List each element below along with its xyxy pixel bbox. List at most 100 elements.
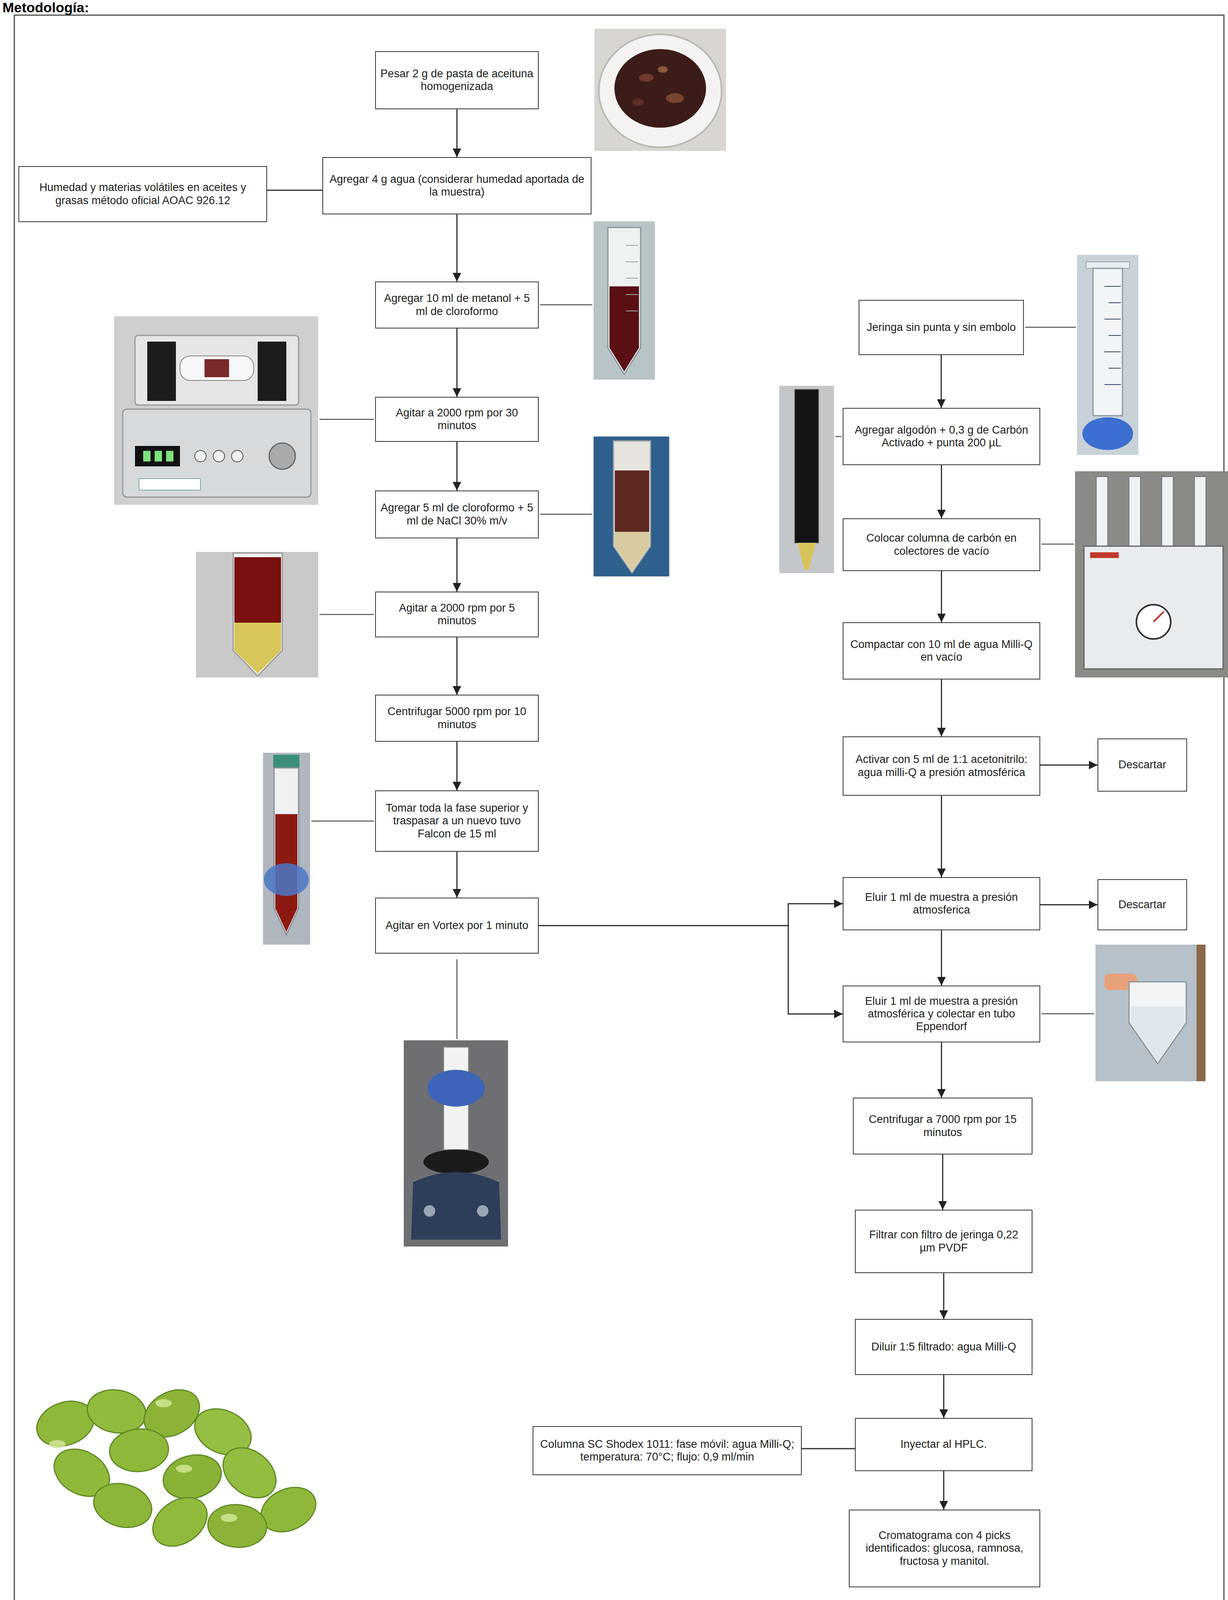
photo-ground [1077,254,1139,455]
manifold-box [1084,546,1224,669]
flow-arrow [456,441,458,491]
shaker-display [134,445,180,467]
falcon-tube [274,767,299,935]
process-box: Agregar 5 ml de cloroformo + 5 ml de NaC… [375,490,539,539]
red-phase [234,557,282,623]
brown-extract [614,470,650,532]
red-extract [609,286,639,372]
tube-cap [273,754,300,768]
photo-ground [1095,944,1206,1082]
olive-highlight [175,1464,193,1473]
note-box: Columna SC Shodex 1011: fase móvil: agua… [532,1425,802,1476]
manifold-column [1161,476,1174,547]
connector-line [267,189,323,192]
flow-arrow [538,903,843,926]
tube-cap [204,359,230,378]
vortex-photo [403,1040,509,1247]
tube-graduation [625,245,639,311]
leader-line [319,418,374,421]
paste-speck [632,98,644,106]
flow-arrow [456,214,458,282]
box-text: Descartar [1118,758,1167,772]
manifold-column [1129,476,1141,547]
tube-photo [195,551,319,678]
yellow-phase [234,622,282,674]
gauge-needle [1153,611,1164,622]
flow-arrow [940,930,943,986]
process-box: Centrifugar 5000 rpm por 10 minutos [375,694,539,742]
box-text: Agregar algodón + 0,3 g de Carbón Activa… [847,423,1036,450]
box-text: Eluir 1 ml de muestra a presión atmosfer… [847,890,1036,917]
photo-ground [263,752,311,945]
manifold-column [1096,476,1108,547]
leader-line [1041,543,1074,545]
photo-ground [403,1040,509,1247]
vortex-base [411,1171,502,1240]
photo-ground [593,436,670,577]
box-text: Columna SC Shodex 1011: fase móvil: agua… [537,1437,797,1464]
discard-box: Descartar [1097,879,1188,931]
syringe-photo [1077,254,1139,455]
tube-photo [593,221,655,380]
flow-arrow [456,538,458,592]
tube-clamp [147,341,176,401]
photo-ground [594,28,727,151]
box-text: Jeringa sin punta y sin embolo [866,321,1017,334]
flow-arrow [538,925,843,1015]
frame-border [14,15,1224,1600]
tube-clamp [257,341,287,401]
box-text: Inyectar al HPLC. [900,1437,988,1451]
box-text: Colocar columna de carbón en colectores … [847,531,1036,558]
process-box: Activar con 5 ml de 1:1 acetonitrilo: ag… [842,736,1041,796]
leader-line [1041,1013,1095,1015]
mortar-bowl [598,34,722,148]
process-box: Filtrar con filtro de jeringa 0,22 µm PV… [854,1209,1033,1273]
process-box: Agregar 10 ml de metanol + 5 ml de cloro… [375,281,539,329]
flow-arrow [1040,904,1098,906]
syringe-flange [1086,261,1130,269]
box-text: Centrifugar a 7000 rpm por 15 minutos [857,1113,1028,1139]
flow-arrow [940,355,943,408]
eppendorf-photo [1095,944,1206,1082]
process-box: Tomar toda la fase superior y traspasar … [375,790,539,852]
display-segment [143,450,151,462]
tube-holder [179,355,254,381]
tube-photo [593,436,670,577]
box-text: Filtrar con filtro de jeringa 0,22 µm PV… [859,1228,1028,1254]
box-text: Agregar 4 g agua (considerar humedad apo… [327,173,587,199]
process-box: Diluir 1:5 filtrado: agua Milli-Q [854,1318,1033,1375]
sediment-layer [614,531,650,571]
page-title: Metodología: [2,0,90,15]
eppendorf-tube [1129,981,1187,1064]
leader-line [539,304,593,306]
leader-lines [311,304,1095,1040]
flow-arrow [456,637,458,695]
box-text: Eluir 1 ml de muestra a presión atmosfér… [847,994,1036,1033]
process-box: Agregar algodón + 0,3 g de Carbón Activa… [842,407,1041,466]
photo-ground [195,551,319,678]
flow-arrow [456,741,458,791]
process-box: Eluir 1 ml de muestra a presión atmosfer… [842,877,1041,931]
clear-eluate [1130,1006,1185,1062]
brand-band [1090,552,1119,558]
paste-speck [638,73,654,82]
process-box: Agitar a 2000 rpm por 30 minutos [375,396,539,442]
leader-line [539,513,593,516]
photo-ground [114,316,319,505]
display-segment [166,450,174,462]
shaker-photo [114,316,319,505]
box-text: Agitar a 2000 rpm por 5 minutos [380,601,534,628]
process-box: Compactar con 10 ml de agua Milli-Q en v… [842,622,1041,680]
falcon-tube [607,227,641,375]
flow-arrow [943,1272,945,1319]
olive-highlight [220,1513,238,1522]
olive-paste [614,49,707,128]
flow-arrow [940,795,943,878]
flow-arrow [1040,764,1098,766]
shaker-sticker [139,478,201,491]
result-box: Cromatograma con 4 picks identificados: … [848,1509,1041,1588]
olive [88,1477,157,1534]
